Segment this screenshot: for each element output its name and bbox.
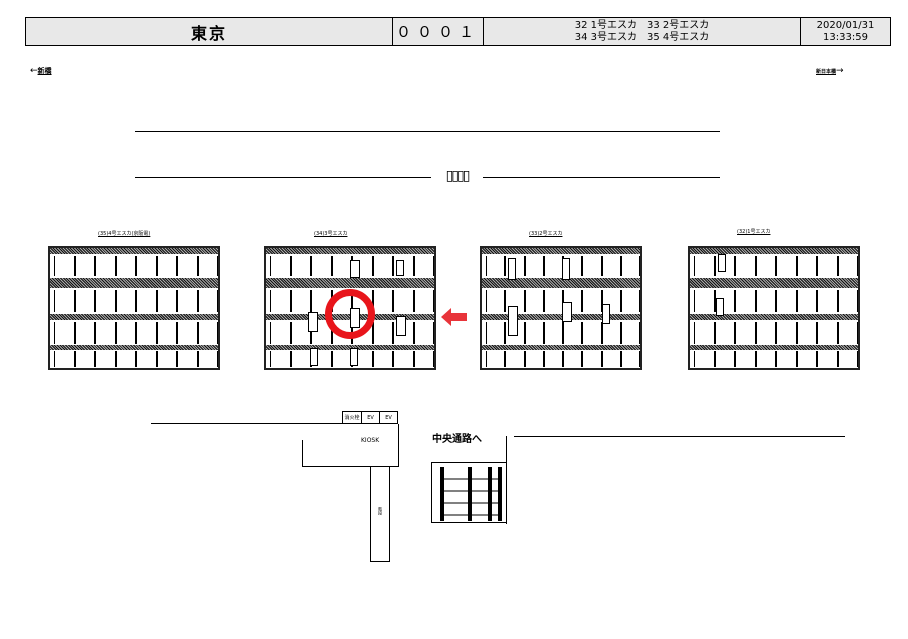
position-marker bbox=[350, 260, 360, 278]
escalator-label-32: (32)1号エスカ bbox=[737, 229, 771, 235]
escalator-label-35: (35)4号エスカ(京阪電) bbox=[98, 231, 151, 237]
stairs-block bbox=[431, 462, 506, 523]
escalator-list-line2: 34 3号エスカ 35 4号エスカ bbox=[574, 31, 710, 43]
escalator-list-line1: 32 1号エスカ 33 2号エスカ bbox=[574, 19, 710, 31]
wall-line-left bbox=[151, 423, 342, 424]
position-marker bbox=[562, 302, 572, 322]
escalator-list: 32 1号エスカ 33 2号エスカ 34 3号エスカ 35 4号エスカ bbox=[484, 18, 801, 45]
header-bar: 東京 ０００１ 32 1号エスカ 33 2号エスカ 34 3号エスカ 35 4号… bbox=[25, 17, 891, 46]
platform-center-marker: ▯▯▯▯ bbox=[445, 168, 471, 184]
stairs-wall-right bbox=[506, 436, 507, 524]
timestamp: 2020/01/31 13:33:59 bbox=[801, 18, 890, 45]
stairs-corridor: 階段 bbox=[370, 466, 390, 562]
position-marker bbox=[562, 258, 570, 280]
position-marker bbox=[350, 348, 358, 366]
direction-left: ←新橋 bbox=[30, 66, 52, 76]
escalator-label-34: (34)3号エスカ bbox=[314, 231, 348, 237]
position-marker bbox=[716, 298, 724, 316]
time-text: 13:33:59 bbox=[823, 31, 868, 43]
escalator-block-33 bbox=[480, 246, 642, 370]
kiosk-box-1: 消火栓 bbox=[342, 411, 362, 424]
position-marker bbox=[508, 306, 518, 336]
position-marker bbox=[396, 260, 404, 276]
direction-left-label: 新橋 bbox=[37, 67, 52, 75]
direction-right: 新日本橋→ bbox=[816, 66, 844, 76]
position-marker bbox=[310, 348, 318, 366]
central-passage-label: 中央通路へ bbox=[432, 434, 482, 445]
kiosk-box-ev1: EV bbox=[361, 411, 380, 424]
kiosk-wall-left bbox=[302, 440, 303, 467]
position-marker bbox=[508, 258, 516, 280]
position-marker bbox=[396, 316, 406, 336]
platform-line-mid-left bbox=[135, 177, 431, 178]
red-arrow-icon bbox=[441, 308, 467, 326]
stairs-corridor-label: 階段 bbox=[378, 507, 383, 515]
direction-right-label: 新日本橋 bbox=[816, 69, 837, 75]
station-code: ０００１ bbox=[393, 18, 484, 45]
arrow-left-icon: ← bbox=[30, 66, 38, 76]
escalator-block-35 bbox=[48, 246, 220, 370]
platform-line-mid-right bbox=[483, 177, 720, 178]
position-marker bbox=[602, 304, 610, 324]
kiosk-wall-right bbox=[398, 424, 399, 467]
kiosk-wall-bottom bbox=[302, 466, 398, 467]
highlight-circle bbox=[325, 289, 375, 339]
position-marker bbox=[718, 254, 726, 272]
position-marker bbox=[308, 312, 318, 332]
platform-line-top bbox=[135, 131, 720, 132]
kiosk-box-ev2: EV bbox=[379, 411, 398, 424]
arrow-right-icon: → bbox=[836, 66, 844, 76]
escalator-block-32 bbox=[688, 246, 860, 370]
date-text: 2020/01/31 bbox=[816, 19, 875, 31]
stairs-icon bbox=[440, 467, 502, 521]
escalator-label-33: (33)2号エスカ bbox=[529, 231, 563, 237]
station-name: 東京 bbox=[26, 18, 393, 45]
wall-line-right bbox=[514, 436, 845, 437]
kiosk-label: KIOSK bbox=[361, 437, 380, 444]
